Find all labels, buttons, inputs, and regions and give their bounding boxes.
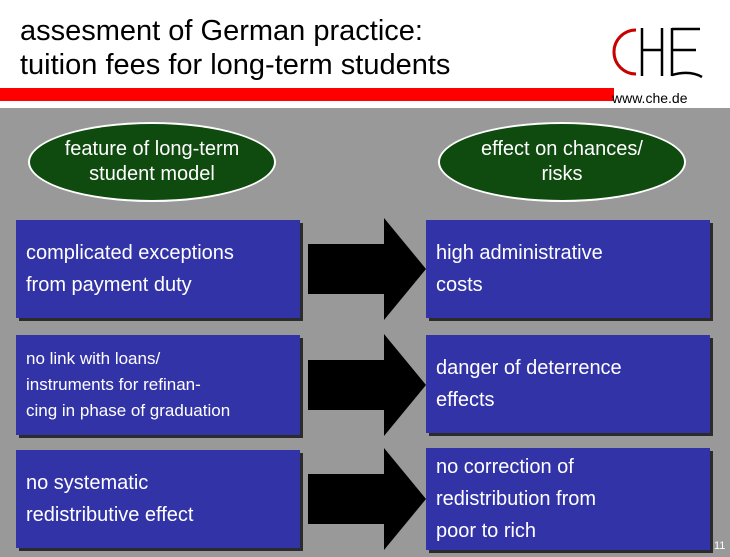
effect-box: danger of deterrence effects: [426, 335, 710, 433]
effect-text: no correction of redistribution from poo…: [436, 456, 597, 542]
right-arrow-icon: [308, 448, 426, 550]
effect-box: no correction of redistribution from poo…: [426, 448, 710, 550]
feature-text: complicated exceptions from payment duty: [26, 242, 234, 296]
feature-box: no link with loans/ instruments for refi…: [16, 335, 300, 435]
right-arrow-icon: [308, 218, 426, 320]
feature-text: no systematic redistributive effect: [26, 472, 194, 526]
right-arrow-icon: [308, 334, 426, 436]
page-number: 11: [714, 540, 726, 552]
slide-title: assesment of German practice: tuition fe…: [20, 15, 451, 81]
feature-box: no systematic redistributive effect: [16, 450, 300, 548]
feature-box: complicated exceptions from payment duty: [16, 220, 300, 318]
effect-text: high administrative costs: [436, 242, 603, 296]
feature-text: no link with loans/ instruments for refi…: [26, 349, 231, 420]
effect-text: danger of deterrence effects: [436, 357, 622, 411]
right-heading-ellipse: effect on chances/ risks: [438, 122, 686, 202]
che-logo: [612, 27, 703, 79]
logo-url: www.che.de: [612, 90, 688, 106]
title-underline-bar: [0, 88, 614, 101]
slide-header: assesment of German practice: tuition fe…: [0, 0, 730, 108]
effect-box: high administrative costs: [426, 220, 710, 318]
left-heading-ellipse: feature of long-term student model: [28, 122, 276, 202]
left-heading-label: feature of long-term student model: [64, 138, 240, 185]
right-heading-label: effect on chances/ risks: [481, 138, 643, 185]
